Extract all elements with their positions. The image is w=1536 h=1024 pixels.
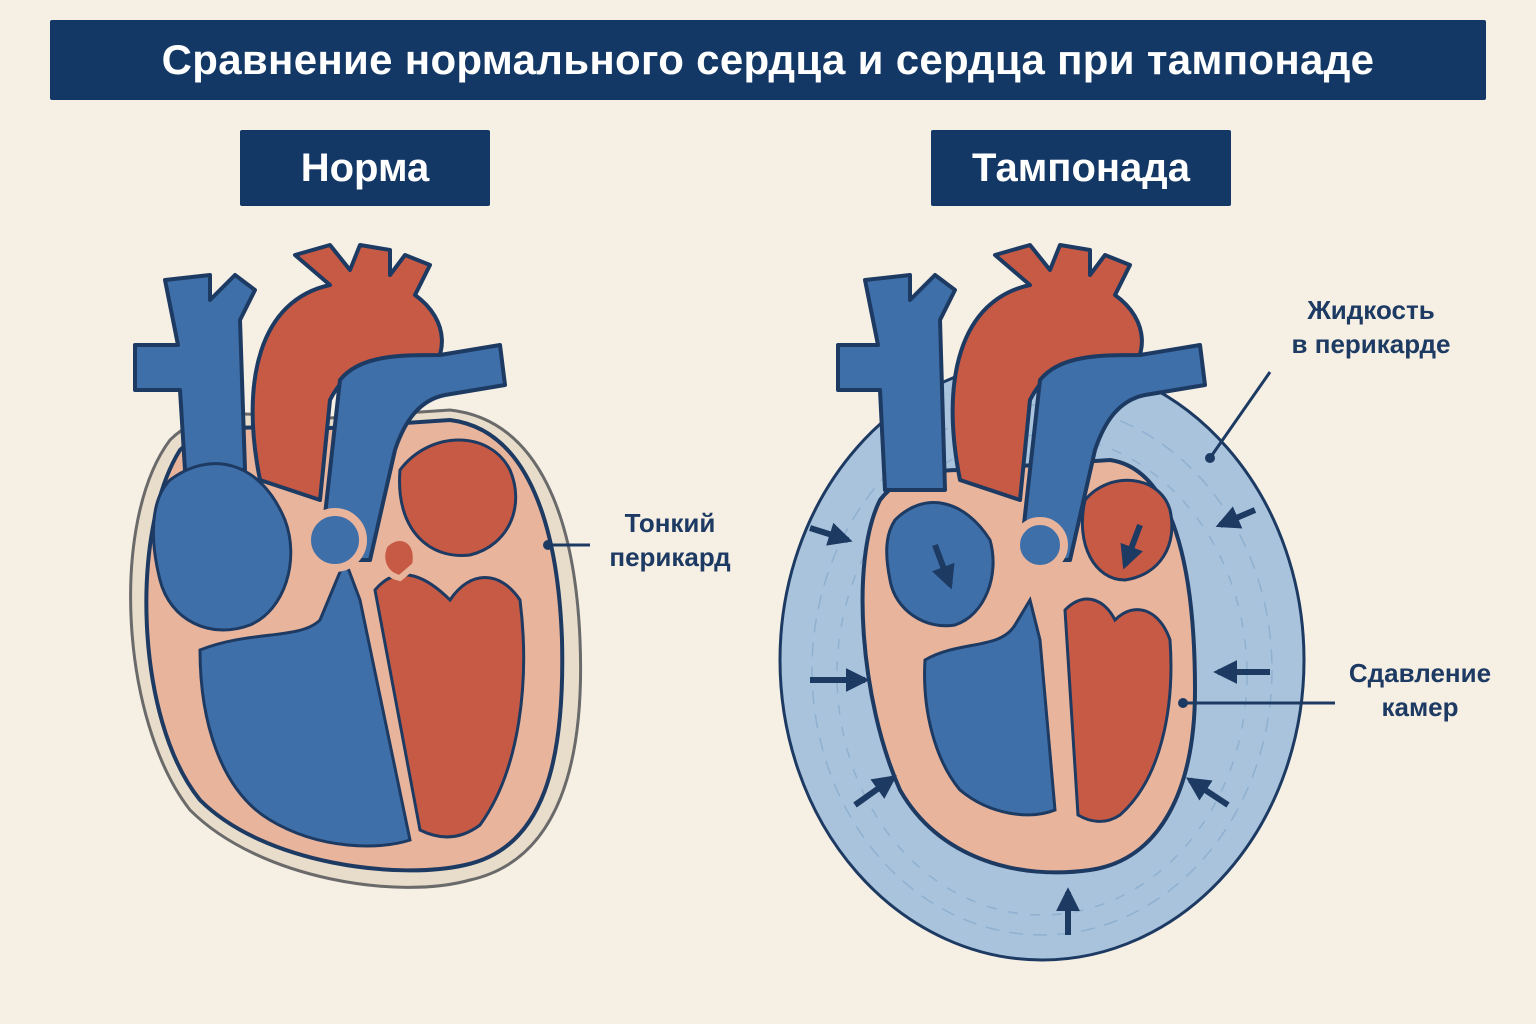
arrow-inward-icon bbox=[1185, 777, 1230, 808]
pointer-pericardial-fluid bbox=[1208, 371, 1272, 459]
annotation-line: Сдавление bbox=[1348, 658, 1492, 688]
fluid-ring bbox=[811, 404, 1273, 936]
normal-right-atrium bbox=[152, 462, 293, 632]
page-title: Сравнение нормального сердца и сердца пр… bbox=[50, 20, 1486, 100]
pointer-dot bbox=[1178, 698, 1188, 708]
annotation-line: камер bbox=[1381, 692, 1459, 722]
normal-vena-cava bbox=[133, 273, 257, 472]
arrow-inward-icon bbox=[809, 522, 853, 546]
tamponade-valve bbox=[1012, 517, 1068, 573]
tamponade-heart bbox=[778, 243, 1306, 962]
normal-valve bbox=[303, 508, 367, 572]
normal-left-atrium bbox=[398, 438, 518, 558]
tamponade-left-atrium bbox=[1080, 478, 1174, 582]
panel-label-tamponade: Тампонада bbox=[931, 130, 1231, 206]
arrow-inward-icon bbox=[932, 543, 955, 590]
normal-right-ventricle bbox=[198, 555, 412, 848]
annotation-pericardial-fluid: Жидкость в перикарде bbox=[1266, 293, 1476, 361]
tamponade-right-ventricle bbox=[923, 596, 1057, 817]
normal-mitral-valve bbox=[379, 534, 419, 582]
normal-pulmonary-artery bbox=[318, 343, 507, 562]
annotation-line: в перикарде bbox=[1291, 329, 1451, 359]
arrow-inward-icon bbox=[853, 775, 897, 808]
annotation-line: перикард bbox=[609, 542, 731, 572]
tamponade-vena-cava bbox=[836, 273, 957, 492]
tamponade-left-ventricle bbox=[1063, 597, 1173, 823]
tamponade-pulmonary-artery bbox=[1018, 343, 1207, 562]
compression-arrows bbox=[809, 506, 1270, 935]
pointer-dot bbox=[543, 540, 553, 550]
annotation-thin-pericardium: Тонкий перикард bbox=[590, 506, 750, 574]
panel-label-normal: Норма bbox=[240, 130, 490, 206]
annotation-chamber-compression: Сдавление камер bbox=[1330, 656, 1510, 724]
normal-heart bbox=[129, 243, 583, 889]
annotation-line: Жидкость bbox=[1307, 295, 1435, 325]
arrow-inward-icon bbox=[1120, 523, 1143, 570]
arrow-inward-icon bbox=[1215, 506, 1257, 529]
pointer-dot bbox=[1205, 453, 1215, 463]
normal-left-ventricle bbox=[373, 573, 526, 839]
annotation-line: Тонкий bbox=[624, 508, 716, 538]
